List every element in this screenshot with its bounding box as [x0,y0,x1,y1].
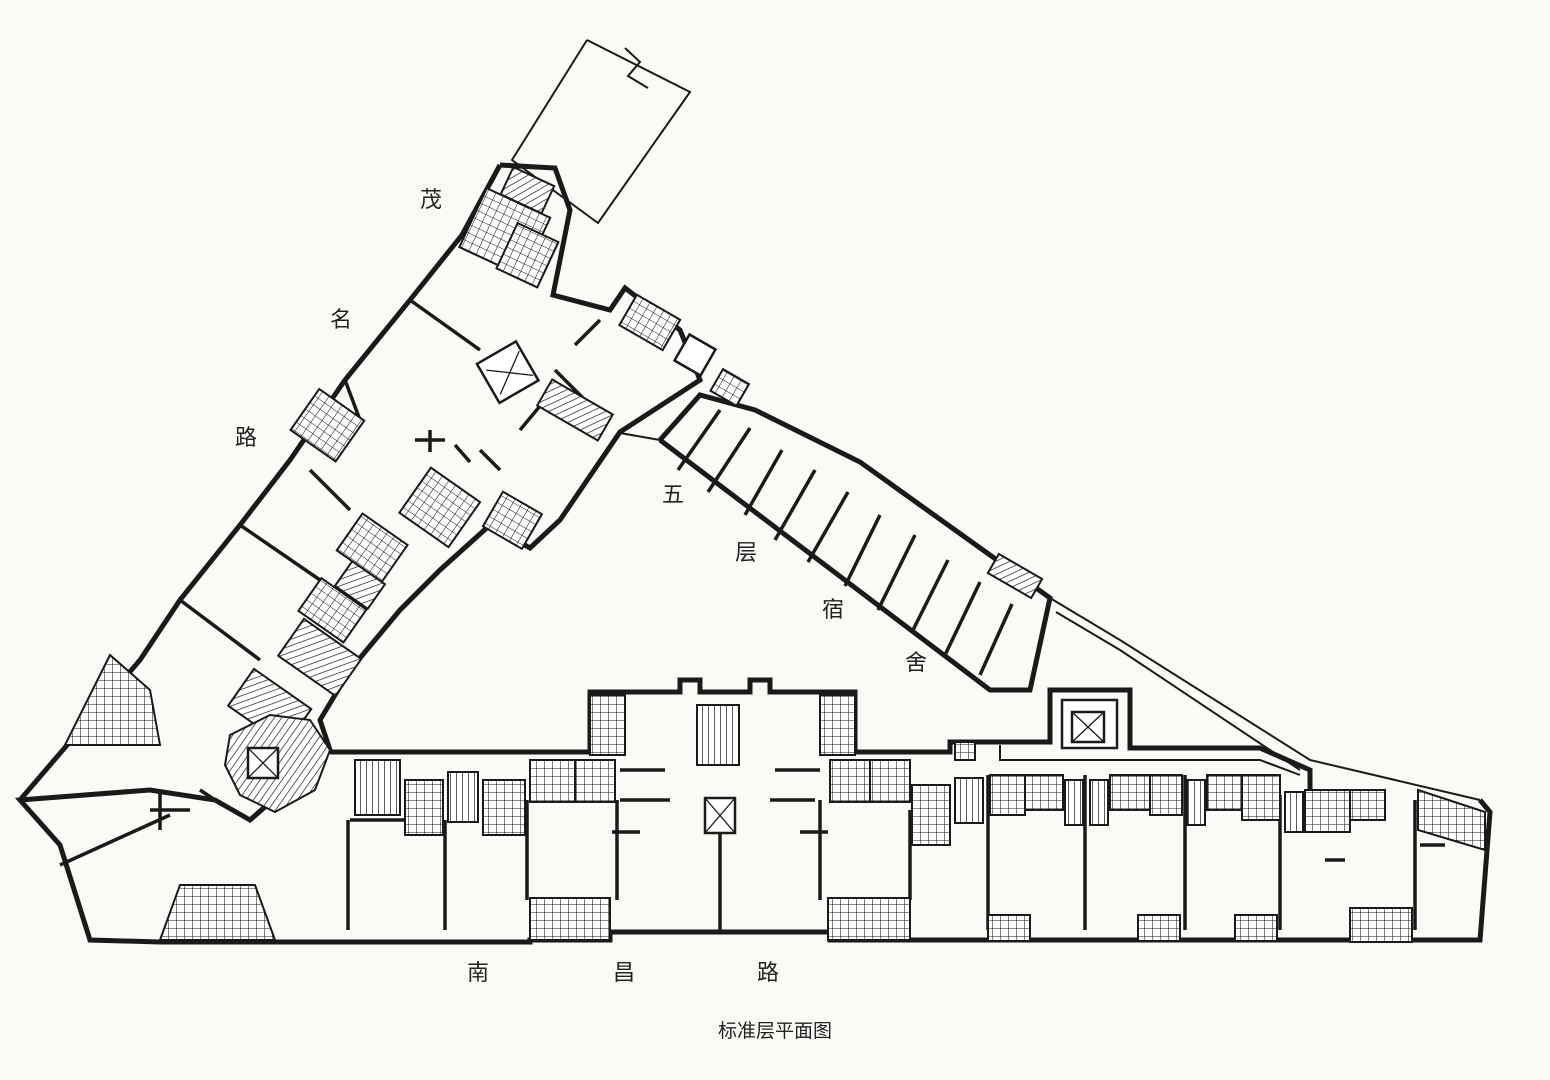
north-wing [14,162,751,945]
street-char-1: 茂 [420,188,442,213]
dormitory-block [510,39,1481,801]
dormitory-char-4: 舍 [905,651,927,676]
street-label-maoming: 茂 名 路 [235,188,442,451]
dormitory-char-1: 五 [662,483,684,508]
street-char-3: 路 [235,426,257,451]
drawing-caption: 标准层平面图 [717,1020,832,1042]
dormitory-char-3: 宿 [822,598,844,623]
street-char-2: 名 [330,308,352,333]
street-label-nanchang: 南 昌 路 [467,961,779,986]
street-char-4: 南 [467,961,489,986]
street-char-6: 路 [757,961,779,986]
dormitory-char-2: 层 [735,541,757,566]
street-char-5: 昌 [613,961,635,986]
south-wing [160,677,1493,945]
building-label-dormitory: 五 层 宿 舍 [662,483,927,676]
